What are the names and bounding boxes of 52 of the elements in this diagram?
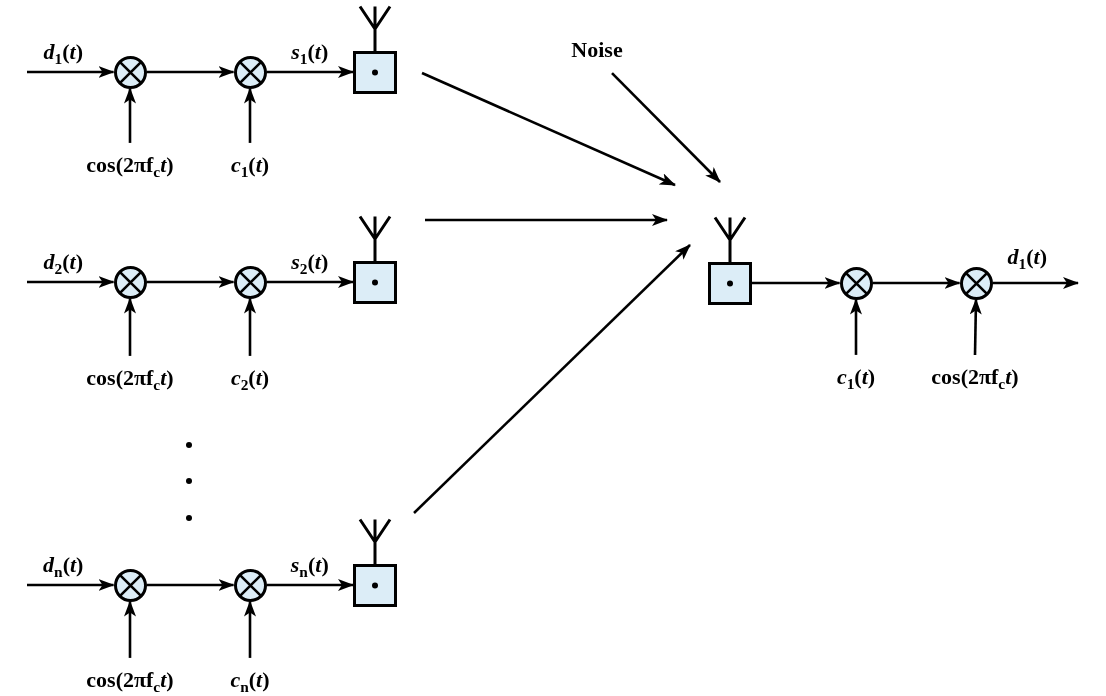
code-label: c$_{1}$(t) (836, 364, 876, 390)
noise-label: Noise (571, 37, 623, 63)
multiplier-symbol (233, 55, 267, 89)
arrow (266, 276, 354, 288)
carrier-label: cos(2πf$_{c}$t) (86, 365, 174, 391)
arrow (27, 276, 115, 288)
multiplier-symbol (113, 55, 147, 89)
arrow (266, 66, 354, 78)
antenna-box-symbol (708, 215, 752, 305)
code-label: c$_{2}$(t) (230, 365, 270, 391)
arrow (421, 71, 676, 187)
arrow (27, 66, 115, 78)
arrow (992, 277, 1079, 289)
edge-label: s$_{2}$(t) (291, 249, 329, 275)
arrow (146, 66, 235, 78)
carrier-label: cos(2πf$_{c}$t) (86, 152, 174, 178)
arrow (124, 297, 136, 356)
multiplier-symbol (233, 265, 267, 299)
arrow (146, 579, 235, 591)
edge-label: s$_{1}$(t) (291, 39, 329, 65)
arrow (611, 72, 721, 183)
multiplier-symbol (113, 568, 147, 602)
multiplier-symbol (113, 265, 147, 299)
arrow (266, 579, 354, 591)
arrow (752, 277, 841, 289)
multiplier-symbol (959, 266, 993, 300)
code-label: c$_{1}$(t) (230, 152, 270, 178)
multiplier-symbol (233, 568, 267, 602)
arrow (244, 87, 256, 143)
antenna-box-symbol (353, 517, 397, 607)
carrier-label: cos(2πf$_{c}$t) (86, 667, 174, 693)
arrow (146, 276, 235, 288)
arrow (244, 600, 256, 658)
arrow (850, 298, 862, 355)
arrow (244, 297, 256, 356)
arrow (872, 277, 961, 289)
multiplier-symbol (839, 266, 873, 300)
arrow (27, 579, 115, 591)
antenna-box-symbol (353, 214, 397, 304)
arrow (124, 87, 136, 143)
edge-label: d$_{1}$(t) (43, 39, 83, 65)
edge-label: d$_{1}$(t) (1007, 244, 1047, 270)
code-label: c$_{n}$(t) (230, 667, 270, 693)
arrow (969, 298, 982, 355)
edge-label: s$_{n}$(t) (290, 552, 329, 578)
edge-label: d$_{n}$(t) (43, 552, 84, 578)
edge-label: d$_{2}$(t) (43, 249, 83, 275)
arrow (124, 600, 136, 658)
carrier-label: cos(2πf$_{c}$t) (931, 364, 1019, 390)
arrow (425, 214, 668, 226)
arrow (413, 244, 691, 514)
antenna-box-symbol (353, 4, 397, 94)
